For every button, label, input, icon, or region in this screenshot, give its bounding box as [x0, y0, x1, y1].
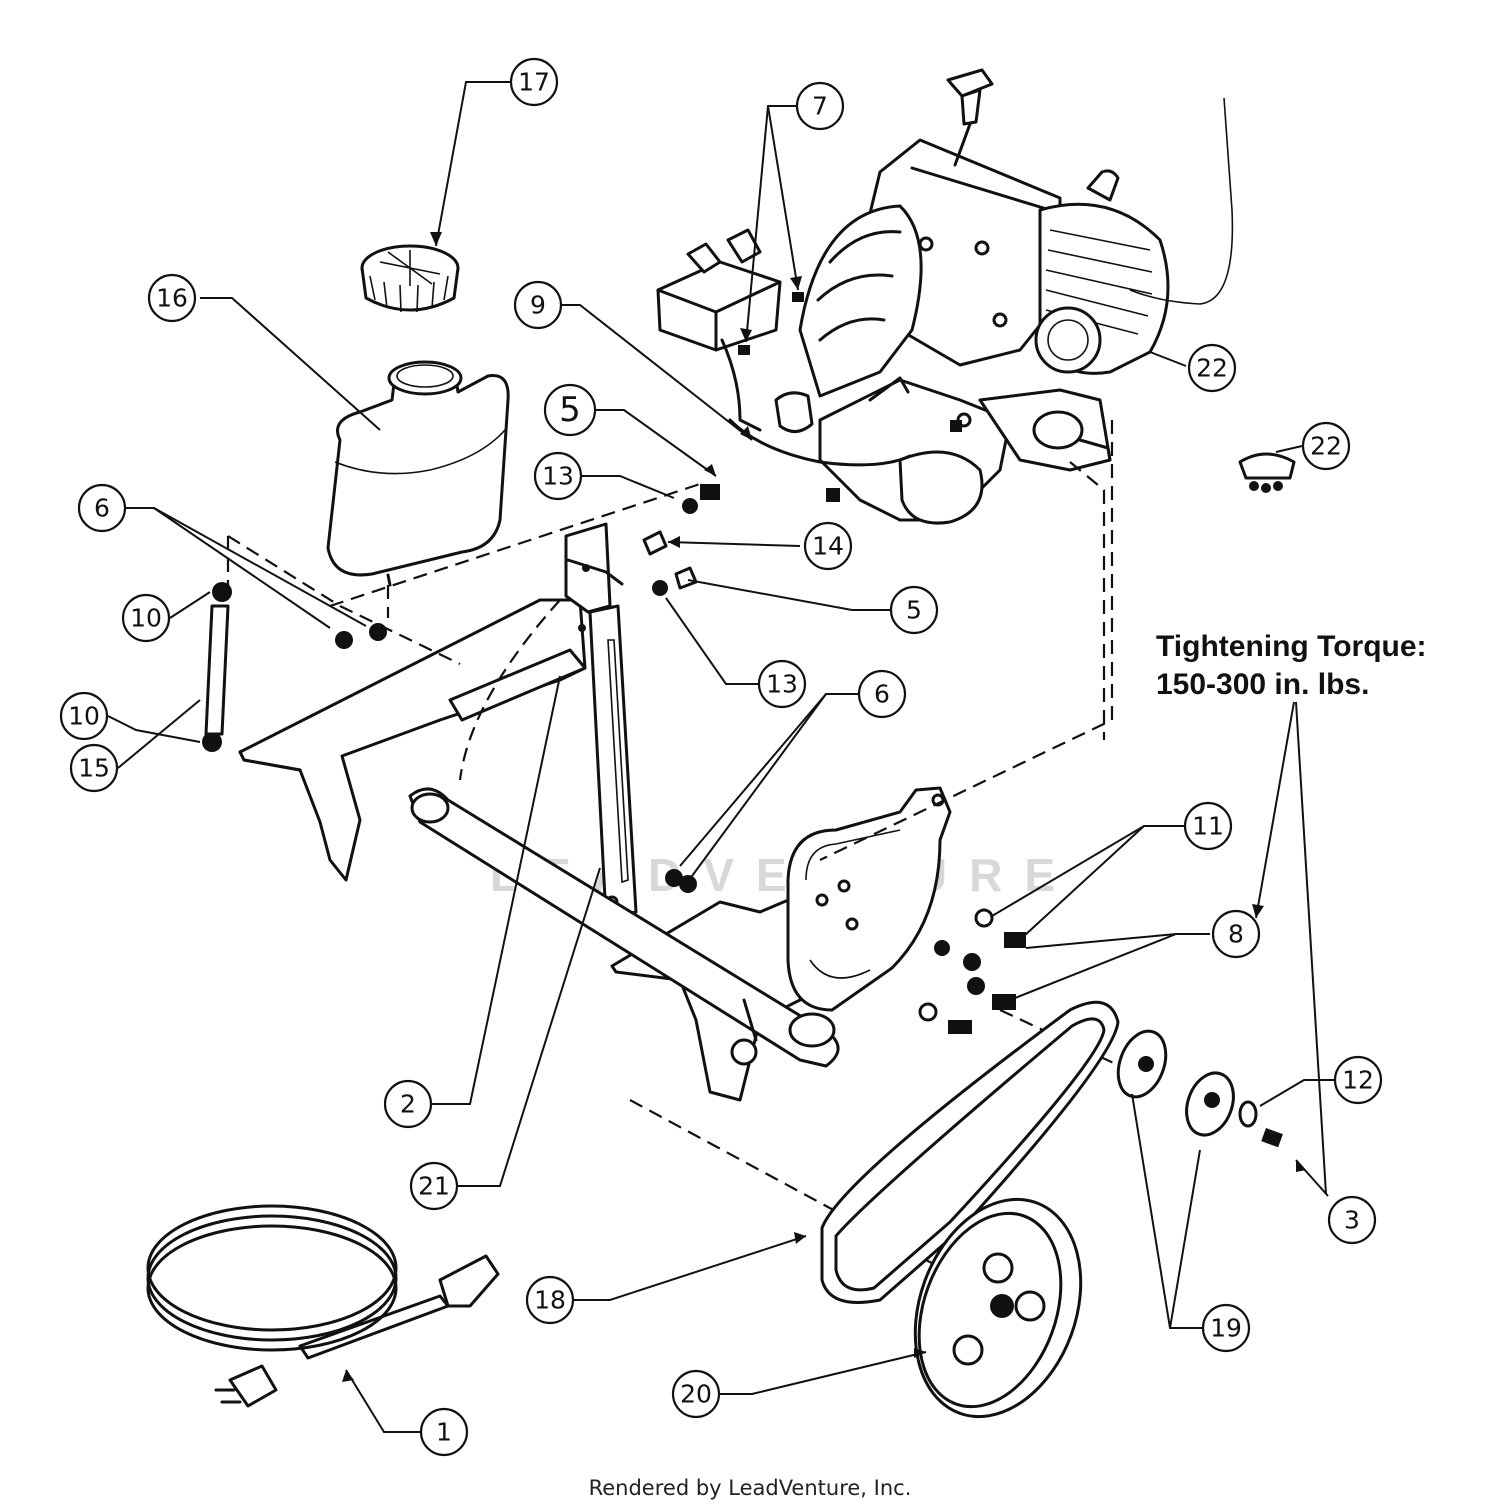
control-box	[656, 228, 804, 432]
torque-note-title: Tightening Torque:	[1156, 630, 1427, 663]
svg-text:21: 21	[418, 1172, 450, 1201]
svg-text:13: 13	[542, 462, 574, 491]
svg-text:5: 5	[559, 390, 581, 430]
svg-text:17: 17	[518, 68, 550, 97]
callout-10-upper: 10	[121, 593, 171, 643]
callout-21: 21	[409, 1161, 459, 1211]
callout-2: 2	[383, 1079, 433, 1129]
fuel-cap	[360, 244, 460, 313]
callout-15: 15	[69, 743, 119, 793]
callout-9: 9	[513, 280, 563, 330]
support-rod	[588, 604, 638, 920]
svg-text:2: 2	[400, 1090, 416, 1119]
svg-text:1: 1	[436, 1418, 452, 1447]
callout-22: 22	[1187, 343, 1237, 393]
svg-text:10: 10	[130, 604, 162, 633]
callout-18: 18	[525, 1275, 575, 1325]
extension-cord	[146, 1204, 500, 1408]
svg-text:12: 12	[1342, 1066, 1374, 1095]
svg-text:10: 10	[68, 702, 100, 731]
credit-footer: Rendered by LeadVenture, Inc.	[588, 1476, 912, 1500]
pulley	[913, 1197, 1083, 1419]
svg-text:3: 3	[1344, 1206, 1360, 1235]
callout-5-lower: 5	[889, 585, 939, 635]
callout-17: 17	[509, 57, 559, 107]
callout-19: 19	[1201, 1303, 1251, 1353]
callout-20: 20	[671, 1369, 721, 1419]
svg-text:14: 14	[812, 532, 844, 561]
torque-note-value: 150-300 in. lbs.	[1156, 668, 1370, 701]
svg-text:13: 13	[766, 670, 798, 699]
callout-1: 1	[419, 1407, 469, 1457]
callout-13-upper: 13	[533, 451, 583, 501]
svg-text:9: 9	[530, 291, 546, 320]
arrowheads	[342, 232, 1306, 1382]
torque-note: Tightening Torque: 150-300 in. lbs.	[1156, 628, 1427, 704]
callout-13-lower: 13	[757, 659, 807, 709]
svg-text:7: 7	[812, 92, 828, 121]
callout-16: 16	[147, 273, 197, 323]
starter-handle	[946, 68, 994, 167]
callout-6-upper: 6	[77, 483, 127, 533]
svg-text:6: 6	[874, 680, 890, 709]
terminal-plug	[1238, 452, 1296, 493]
alignment-lines	[226, 420, 1151, 1301]
callout-22-plug: 22	[1301, 421, 1351, 471]
callout-7: 7	[795, 81, 845, 131]
fuel-tank	[326, 360, 510, 587]
svg-text:22: 22	[1196, 354, 1228, 383]
drive-belt	[820, 1000, 1120, 1304]
svg-text:15: 15	[78, 754, 110, 783]
callout-14: 14	[803, 521, 853, 571]
callout-10-lower: 10	[59, 691, 109, 741]
svg-text:18: 18	[534, 1286, 566, 1315]
callout-5-upper: 5	[543, 383, 597, 437]
callout-3: 3	[1327, 1195, 1377, 1245]
callout-11: 11	[1183, 801, 1233, 851]
svg-text:19: 19	[1210, 1314, 1242, 1343]
callout-8: 8	[1211, 909, 1261, 959]
svg-text:16: 16	[156, 284, 188, 313]
hardware	[202, 420, 1026, 1034]
fuel-line	[204, 604, 230, 736]
engine	[774, 138, 1170, 525]
svg-text:8: 8	[1228, 920, 1244, 949]
svg-text:5: 5	[906, 596, 922, 625]
pulley-hardware	[1116, 1029, 1283, 1148]
leader-lines	[107, 81, 1334, 1433]
callout-12: 12	[1333, 1055, 1383, 1105]
svg-text:11: 11	[1192, 812, 1224, 841]
lower-frame	[408, 786, 952, 1102]
callout-6-lower: 6	[857, 669, 907, 719]
svg-text:20: 20	[680, 1380, 712, 1409]
svg-text:6: 6	[94, 494, 110, 523]
svg-text:22: 22	[1310, 432, 1342, 461]
